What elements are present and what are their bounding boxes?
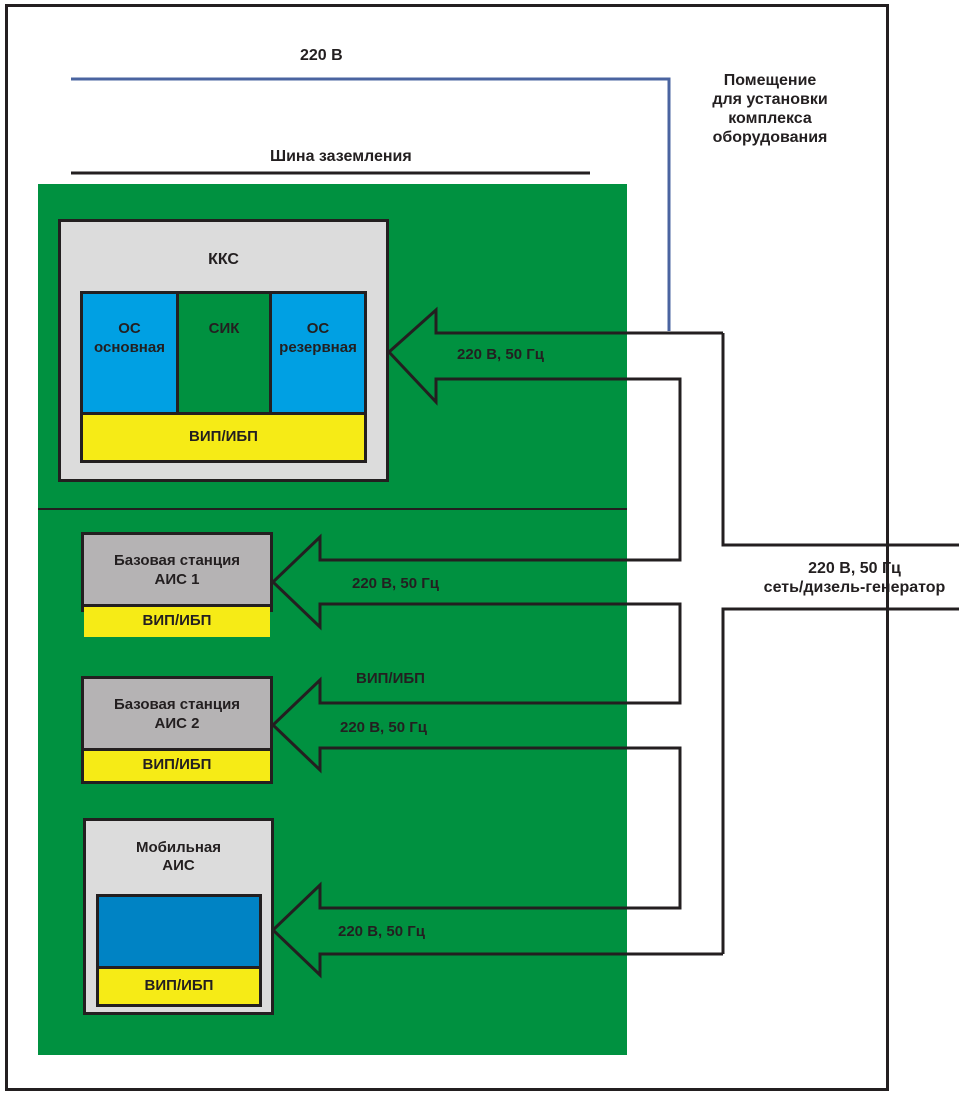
arrow-kks <box>389 310 723 352</box>
kks-inner-panel: ОС основная СИК ОС резервная ВИП/ИБП <box>80 291 367 463</box>
base-station-2-arrow-label: 220 В, 50 Гц <box>340 719 427 736</box>
kks-power-unit: ВИП/ИБП <box>83 415 364 460</box>
base-station-2-arrow-label-top: ВИП/ИБП <box>356 670 425 687</box>
room-label-line: для установки <box>712 90 828 108</box>
title-line: Мобильная <box>135 839 222 856</box>
base-station-1-arrow-label: 220 В, 50 Гц <box>352 575 439 592</box>
title-line: Базовая станция <box>113 696 241 713</box>
main-supply-source: сеть/дизель-генератор <box>763 578 946 596</box>
cell-label: основная <box>94 338 165 356</box>
mobile-ais-power-unit: ВИП/ИБП <box>99 969 259 1004</box>
cell-label: СИК <box>208 320 240 337</box>
base-station-2-power-unit: ВИП/ИБП <box>84 751 270 781</box>
mobile-ais-block: Мобильная АИС ВИП/ИБП <box>83 818 274 1015</box>
arrow-kks-outline <box>270 306 723 979</box>
mobile-ais-equipment <box>99 897 259 966</box>
cell-label: ОС <box>118 320 141 337</box>
main-supply-label: 220 В, 50 Гц сеть/дизель-генератор <box>750 560 959 598</box>
room-label-line: комплекса <box>728 109 812 127</box>
mobile-ais-arrow-label: 220 В, 50 Гц <box>338 923 425 940</box>
supply-line-label: 220 В <box>300 47 343 64</box>
base-station-1-title: Базовая станция АИС 1 <box>84 535 270 604</box>
cell-label: ОС <box>306 320 330 337</box>
base-station-2-block: Базовая станция АИС 2 ВИП/ИБП <box>81 676 273 784</box>
trunk-upper-outer <box>721 333 959 547</box>
trunk-lower-outer <box>721 607 959 954</box>
ground-bus-label: Шина заземления <box>270 148 412 165</box>
base-station-1-power-unit: ВИП/ИБП <box>84 607 270 637</box>
base-station-1-block: Базовая станция АИС 1 ВИП/ИБП <box>81 532 273 637</box>
cell-label: резервная <box>279 338 357 356</box>
kks-cell-os-reserve: ОС резервная <box>272 294 364 412</box>
kks-cell-os-main: ОС основная <box>83 294 176 412</box>
title-line: АИС 2 <box>154 714 200 732</box>
main-supply-voltage: 220 В, 50 Гц <box>808 560 901 577</box>
mobile-ais-inner-panel: ВИП/ИБП <box>96 894 262 1007</box>
title-line: АИС <box>162 856 195 874</box>
kks-cell-sik: СИК <box>179 294 269 412</box>
title-line: АИС 1 <box>154 570 200 588</box>
supply-line-220v <box>71 77 671 331</box>
room-label: Помещение для установки комплекса оборуд… <box>700 72 840 148</box>
room-label-line: оборудования <box>712 128 828 146</box>
zone-divider <box>38 508 627 510</box>
title-line: Базовая станция <box>113 552 241 569</box>
room-label-line: Помещение <box>723 72 817 89</box>
kks-arrow-label: 220 В, 50 Гц <box>457 346 544 363</box>
mobile-ais-title: Мобильная АИС <box>86 839 271 874</box>
base-station-2-title: Базовая станция АИС 2 <box>84 679 270 748</box>
equipment-room-border <box>5 4 889 1091</box>
kks-title: ККС <box>208 251 239 268</box>
